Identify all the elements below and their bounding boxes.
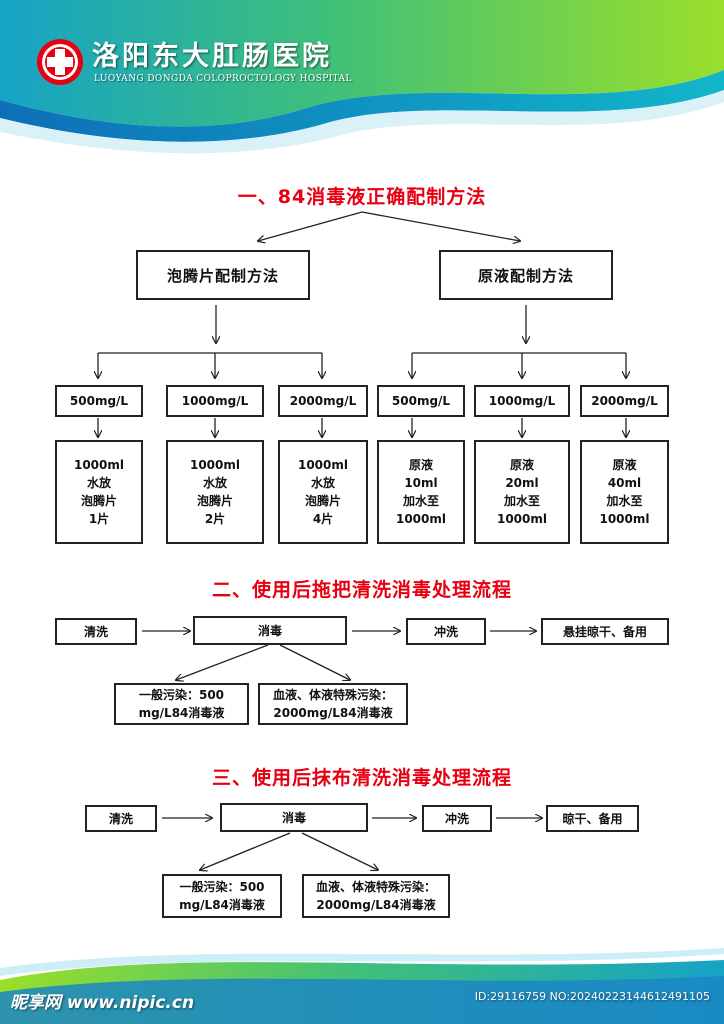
instruction-line: 原液 bbox=[612, 458, 637, 472]
instruction-line: 加水至 bbox=[503, 494, 540, 508]
stock-solution-method-box: 原液配制方法 bbox=[439, 250, 613, 300]
mop-general-contamination-note: 一般污染：500 mg/L84消毒液 bbox=[114, 683, 249, 725]
instruction-line: 20ml bbox=[505, 476, 539, 490]
mix-instruction-box: 原液 40ml 加水至 1000ml bbox=[580, 440, 669, 544]
instruction-line: 泡腾片 bbox=[196, 494, 233, 508]
note-line: 2000mg/L84消毒液 bbox=[316, 898, 436, 912]
section-2-title: 二、使用后拖把清洗消毒处理流程 bbox=[211, 579, 512, 601]
note-line: 血液、体液特殊污染： bbox=[315, 880, 436, 894]
note-line: 2000mg/L84消毒液 bbox=[273, 706, 393, 720]
instruction-line: 水放 bbox=[202, 476, 227, 490]
instruction-line: 1000ml bbox=[395, 512, 446, 526]
instruction-line: 泡腾片 bbox=[80, 494, 117, 508]
mix-instruction-box: 原液 10ml 加水至 1000ml bbox=[377, 440, 465, 544]
header-wave-background bbox=[0, 0, 724, 154]
cloth-step-dry: 晾干、备用 bbox=[546, 805, 639, 832]
instruction-line: 水放 bbox=[86, 476, 111, 490]
instruction-line: 10ml bbox=[404, 476, 438, 490]
instruction-line: 加水至 bbox=[402, 494, 439, 508]
mop-step-rinse: 冲洗 bbox=[406, 618, 486, 645]
note-line: mg/L84消毒液 bbox=[138, 706, 225, 720]
instruction-line: 加水至 bbox=[606, 494, 643, 508]
concentration-box: 2000mg/L bbox=[580, 385, 669, 417]
note-line: 一般污染：500 bbox=[179, 880, 265, 894]
note-line: 血液、体液特殊污染： bbox=[272, 688, 393, 702]
section-3-title: 三、使用后抹布清洗消毒处理流程 bbox=[211, 767, 512, 789]
instruction-line: 1000ml bbox=[189, 458, 240, 472]
mix-instruction-box: 1000ml 水放 泡腾片 1片 bbox=[55, 440, 143, 544]
cloth-step-rinse: 冲洗 bbox=[422, 805, 492, 832]
hospital-cross-logo-icon bbox=[37, 39, 83, 85]
footer-wave-background bbox=[0, 948, 724, 1024]
instruction-line: 1000ml bbox=[73, 458, 124, 472]
note-line: 一般污染：500 bbox=[138, 688, 225, 702]
instruction-line: 2片 bbox=[204, 512, 226, 526]
hospital-name: 洛阳东大肛肠医院 bbox=[92, 41, 332, 72]
cloth-step-disinfect: 消毒 bbox=[220, 803, 368, 832]
hospital-name-english: LUOYANG DONGDA COLOPROCTOLOGY HOSPITAL bbox=[94, 74, 352, 84]
concentration-box: 1000mg/L bbox=[166, 385, 264, 417]
mix-instruction-box: 原液 20ml 加水至 1000ml bbox=[474, 440, 570, 544]
instruction-line: 泡腾片 bbox=[304, 494, 341, 508]
concentration-box: 500mg/L bbox=[377, 385, 465, 417]
instruction-line: 原液 bbox=[408, 458, 433, 472]
concentration-box: 500mg/L bbox=[55, 385, 143, 417]
cloth-step-wash: 清洗 bbox=[85, 805, 157, 832]
effervescent-tablet-method-box: 泡腾片配制方法 bbox=[136, 250, 310, 300]
mop-step-dry: 悬挂晾干、备用 bbox=[541, 618, 669, 645]
mix-instruction-box: 1000ml 水放 泡腾片 2片 bbox=[166, 440, 264, 544]
section-1-title: 一、84消毒液正确配制方法 bbox=[237, 186, 487, 208]
instruction-line: 40ml bbox=[607, 476, 642, 490]
concentration-box: 1000mg/L bbox=[474, 385, 570, 417]
instruction-line: 4片 bbox=[312, 512, 334, 526]
instruction-line: 原液 bbox=[509, 458, 534, 472]
watermark-site: 昵享网 www.nipic.cn bbox=[10, 993, 195, 1013]
instruction-line: 1000ml bbox=[297, 458, 348, 472]
mop-special-contamination-note: 血液、体液特殊污染： 2000mg/L84消毒液 bbox=[258, 683, 408, 725]
instruction-line: 1000ml bbox=[599, 512, 650, 526]
mix-instruction-box: 1000ml 水放 泡腾片 4片 bbox=[278, 440, 368, 544]
instruction-line: 1000ml bbox=[496, 512, 547, 526]
cloth-general-contamination-note: 一般污染：500 mg/L84消毒液 bbox=[162, 874, 282, 918]
cloth-special-contamination-note: 血液、体液特殊污染： 2000mg/L84消毒液 bbox=[302, 874, 450, 918]
instruction-line: 水放 bbox=[310, 476, 335, 490]
watermark-id: ID:29116759 NO:20240223144612491105 bbox=[474, 990, 710, 1003]
mop-step-disinfect: 消毒 bbox=[193, 616, 347, 645]
instruction-line: 1片 bbox=[88, 512, 110, 526]
concentration-box: 2000mg/L bbox=[278, 385, 368, 417]
note-line: mg/L84消毒液 bbox=[179, 898, 265, 912]
mop-step-wash: 清洗 bbox=[55, 618, 137, 645]
